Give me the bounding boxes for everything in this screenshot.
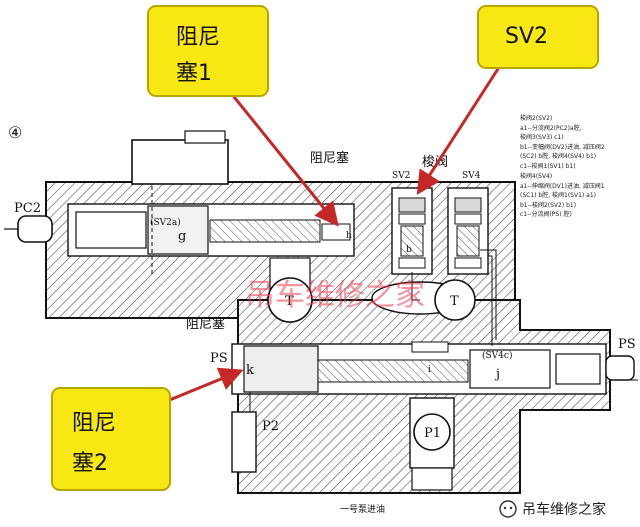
callout-damper1: 阻尼 塞1: [147, 5, 269, 97]
label-damper-top: 阻尼塞: [310, 150, 349, 166]
note-line: 梭阀3(SV3) c1): [520, 133, 564, 141]
label-t-lower: T: [450, 294, 459, 309]
note-line: b1--变幅阀(DV2)进油, 减压阀2: [520, 143, 605, 151]
note-line: a1--分流阀2(PC2)a腔,: [520, 124, 582, 132]
note-line: c1--梭阀1(SV1) b1): [520, 162, 576, 170]
label-g: g: [178, 229, 186, 244]
label-ps-left: PS: [210, 351, 228, 366]
shuttle-valve-sv4: [447, 187, 489, 275]
oil-passages: [249, 249, 497, 412]
label-sv2a: (SV2a): [150, 217, 181, 228]
annotation-notes: 梭阀2(SV2) a1--分流阀2(PC2)a腔, 梭阀3(SV3) c1) b…: [520, 114, 605, 218]
pc2-spool-bore: [67, 186, 355, 276]
note-line: c1--分流阀(PS) 腔): [520, 210, 572, 218]
bottom-caption: 一号泵进油: [340, 503, 385, 515]
callout-sv2-text: SV2: [505, 24, 548, 49]
label-sv4c: (SV4c): [482, 350, 512, 361]
tank-chamber-upper: [267, 257, 476, 323]
ps-spool-bore: [231, 341, 607, 395]
shuttle-valve-sv2: [391, 187, 433, 275]
callout-damper2-line2: 塞2: [72, 451, 108, 476]
note-line: b1--梭阀2(SV2) b1): [520, 201, 576, 209]
ps-right-port: [605, 355, 638, 381]
note-line: (SC1) b腔, 梭阀1(SV1) a1): [520, 191, 596, 199]
footer-brand: 吊车维修之家: [499, 500, 606, 518]
p1-port: [409, 397, 455, 491]
pc2-port: [4, 215, 53, 243]
label-j: j: [494, 367, 500, 382]
p2-port: [231, 411, 257, 473]
label-p2: P2: [262, 419, 279, 434]
label-damper-left: 阻尼塞: [186, 316, 225, 332]
label-ps-right: PS: [618, 337, 636, 352]
note-line: a1--伸缩阀(DV1)进油, 减压阀1: [520, 182, 605, 190]
note-line: (SC2) b腔, 梭阀4(SV4) b1): [520, 152, 596, 160]
label-i: i: [428, 365, 431, 375]
note-line: 梭阀2(SV2): [520, 114, 552, 122]
callout-damper1-line2: 塞1: [176, 61, 212, 86]
label-sv4: SV4: [462, 171, 481, 181]
label-sv2: SV2: [392, 171, 410, 181]
label-k: k: [246, 363, 254, 378]
callout-damper2-line1: 阻尼: [72, 411, 116, 436]
callout-damper1-line1: 阻尼: [176, 25, 220, 50]
note-line: 梭阀4(SV4): [520, 172, 552, 180]
callout-sv2: SV2: [477, 5, 599, 69]
footer-brand-text: 吊车维修之家: [522, 501, 606, 518]
section-number: ④: [8, 123, 22, 142]
label-b: b: [406, 245, 412, 255]
label-t-upper: T: [285, 294, 294, 309]
label-h: h: [346, 231, 352, 241]
label-pc2: PC2: [14, 201, 41, 216]
label-p1: P1: [424, 426, 441, 441]
watermark: 吊车维修之家: [245, 278, 425, 313]
callout-damper2: 阻尼 塞2: [51, 387, 171, 491]
